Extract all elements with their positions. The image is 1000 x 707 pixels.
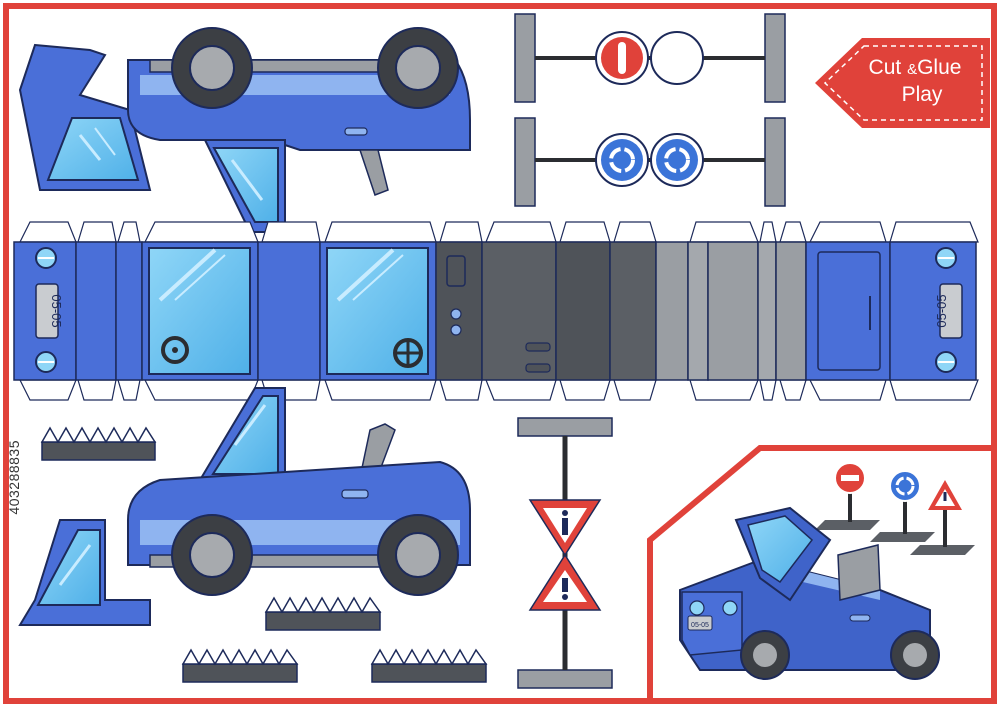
no-entry-sign-icon: [595, 31, 649, 85]
steering-wheel-icon: [161, 336, 189, 364]
car-side-top: [127, 27, 471, 233]
headlight-icon: [935, 247, 957, 269]
sign-stand-no-entry: [514, 13, 786, 103]
banner-glue-label: Glue: [917, 56, 962, 79]
windshield-piece: [18, 43, 152, 191]
no-entry-sign-icon: [834, 462, 866, 494]
warning-exclamation-sign-icon: [528, 553, 602, 611]
license-plate-front: [35, 283, 59, 339]
warning-sign-post: [517, 417, 613, 689]
preview-car: [679, 506, 940, 680]
license-plate-back: [939, 283, 963, 339]
plate-back-text: 05-05: [934, 294, 949, 327]
banner-cut-label: Cut: [868, 56, 902, 79]
headlight-icon: [935, 351, 957, 373]
car-side-bottom: [127, 387, 471, 596]
roundabout-sign-icon: [889, 470, 921, 502]
zigzag-bases: [40, 426, 488, 683]
warning-exclamation-sign-icon: [928, 480, 962, 510]
stock-id-label: 403288835: [6, 440, 22, 515]
roundabout-sign-icon: [595, 133, 649, 187]
steering-wheel-icon: [393, 338, 423, 368]
roundabout-sign-icon: [650, 133, 704, 187]
plate-front-text: 05-05: [49, 294, 64, 327]
banner-ampersand-label: &: [907, 61, 918, 78]
banner-title-line1: Cut &Glue: [848, 57, 982, 81]
preview-signs: [815, 462, 975, 555]
outer-frame: [3, 3, 997, 704]
banner-title-line2: Play: [901, 83, 943, 106]
sign-stand-roundabout: [514, 117, 786, 207]
cut-glue-banner: [815, 38, 990, 128]
headlight-icon: [35, 247, 57, 269]
preview-plate-text: 05-05: [691, 622, 709, 629]
info-sign-icon: [528, 499, 602, 557]
headlight-icon: [35, 351, 57, 373]
windshield-piece-bottom: [18, 519, 151, 626]
car-body-strip: [13, 221, 979, 401]
